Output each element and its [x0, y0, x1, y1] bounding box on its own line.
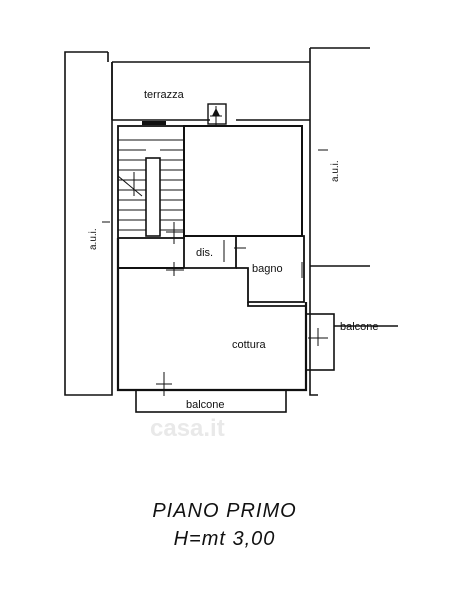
watermark: casa.it — [150, 415, 225, 442]
side-balcony — [305, 313, 335, 371]
label-terrace: terrazza — [144, 89, 185, 101]
main-right-wall — [247, 302, 306, 307]
label-balcony-side: balcone — [340, 321, 379, 333]
label-kitchen: cottura — [232, 339, 267, 351]
stair-block — [117, 125, 185, 239]
window-mark — [142, 121, 166, 125]
stair-core — [145, 157, 161, 237]
left-neighbor-wall — [64, 51, 113, 396]
arrow-icon — [212, 108, 220, 116]
bottom-balcony — [135, 389, 287, 413]
label-balcony-bottom: balcone — [186, 399, 225, 411]
main-walls — [116, 238, 308, 392]
label-bathroom: bagno — [252, 263, 283, 275]
right-neighbor-wall — [309, 47, 370, 396]
terrace-wall — [111, 61, 310, 121]
hall-walls — [183, 236, 237, 269]
label-neighbor-right: a.u.i. — [330, 160, 341, 182]
floor-title: PIANO PRIMO — [152, 500, 297, 522]
upper-room-walls — [183, 125, 303, 237]
terrace-door-frame — [207, 103, 227, 125]
stair-treads — [117, 139, 184, 231]
height-caption: H=mt 3,00 — [173, 528, 276, 550]
label-hall: dis. — [196, 247, 213, 259]
bathroom-walls — [236, 235, 305, 303]
door-marks — [102, 106, 328, 396]
label-neighbor-left: a.u.i. — [88, 228, 99, 250]
